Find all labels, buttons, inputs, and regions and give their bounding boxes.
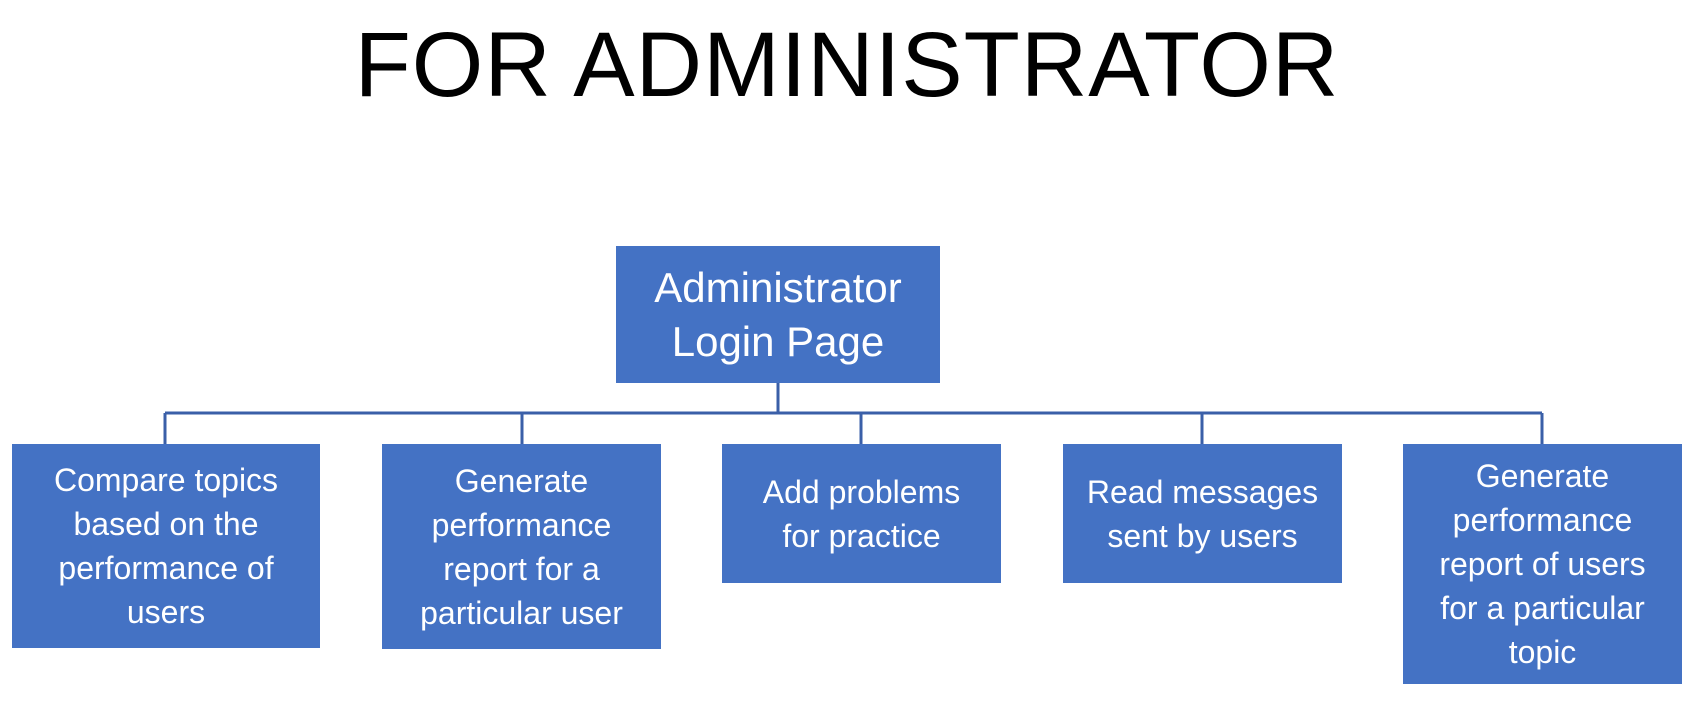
child-node-report-particular-user: Generate performance report for a partic… — [382, 444, 661, 649]
page-title: FOR ADMINISTRATOR — [354, 14, 1340, 116]
child-node-compare-topics: Compare topics based on the performance … — [12, 444, 320, 648]
child-node-read-messages: Read messages sent by users — [1063, 444, 1342, 583]
child-node-label: Read messages sent by users — [1086, 473, 1319, 554]
child-node-label: Generate performance report for a partic… — [420, 462, 623, 631]
child-node-label: Compare topics based on the performance … — [53, 462, 279, 630]
child-node-label: Add problems for practice — [762, 473, 961, 554]
child-node-report-particular-topic: Generate performance report of users for… — [1403, 444, 1682, 684]
child-node-label: Generate performance report of users for… — [1439, 458, 1646, 670]
root-node-administrator-login: Administrator Login Page — [616, 246, 940, 383]
root-node-label: Administrator Login Page — [654, 263, 902, 365]
child-node-add-problems: Add problems for practice — [722, 444, 1001, 583]
